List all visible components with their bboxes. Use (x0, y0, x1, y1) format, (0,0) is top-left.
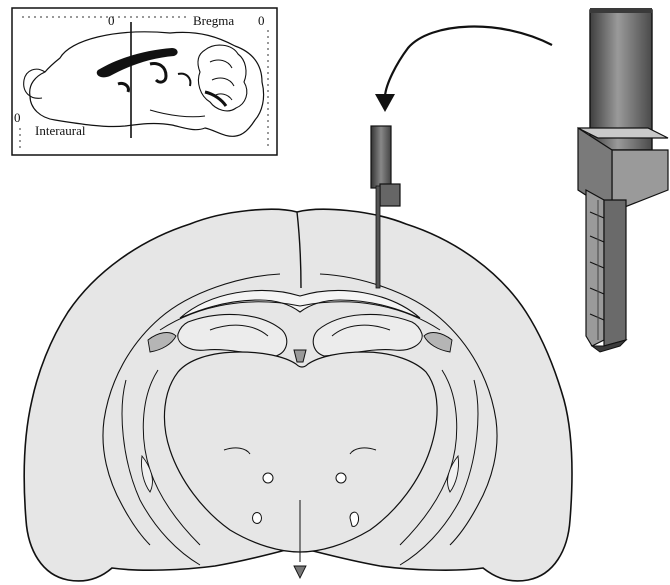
manipulator-top-edge (590, 8, 652, 13)
coronal-section (24, 209, 572, 581)
interaural-label: Interaural (35, 123, 86, 138)
probe-shaft-upper (371, 126, 391, 188)
manipulator-rod-front (604, 200, 626, 346)
bregma-label: Bregma (193, 13, 234, 28)
sagittal-inset: 0 Bregma 0 0 Interaural (12, 8, 277, 155)
interaural-zero-label: 0 (14, 110, 21, 125)
probe-collar (380, 184, 400, 206)
probe-needle (376, 186, 380, 288)
transfer-arrow (375, 27, 552, 112)
stereotaxic-manipulator (578, 8, 668, 352)
nucleus-upper-right (336, 473, 346, 483)
nucleus-lower-right (350, 512, 359, 526)
nucleus-upper-left (263, 473, 273, 483)
nucleus-lower-left (253, 513, 262, 524)
median-eminence (294, 566, 306, 578)
manipulator-rod-side (586, 190, 604, 346)
bregma-zero-label: 0 (258, 13, 265, 28)
arrow-curve (385, 27, 552, 96)
top-zero-label: 0 (108, 13, 115, 28)
arrow-head-icon (375, 94, 395, 112)
